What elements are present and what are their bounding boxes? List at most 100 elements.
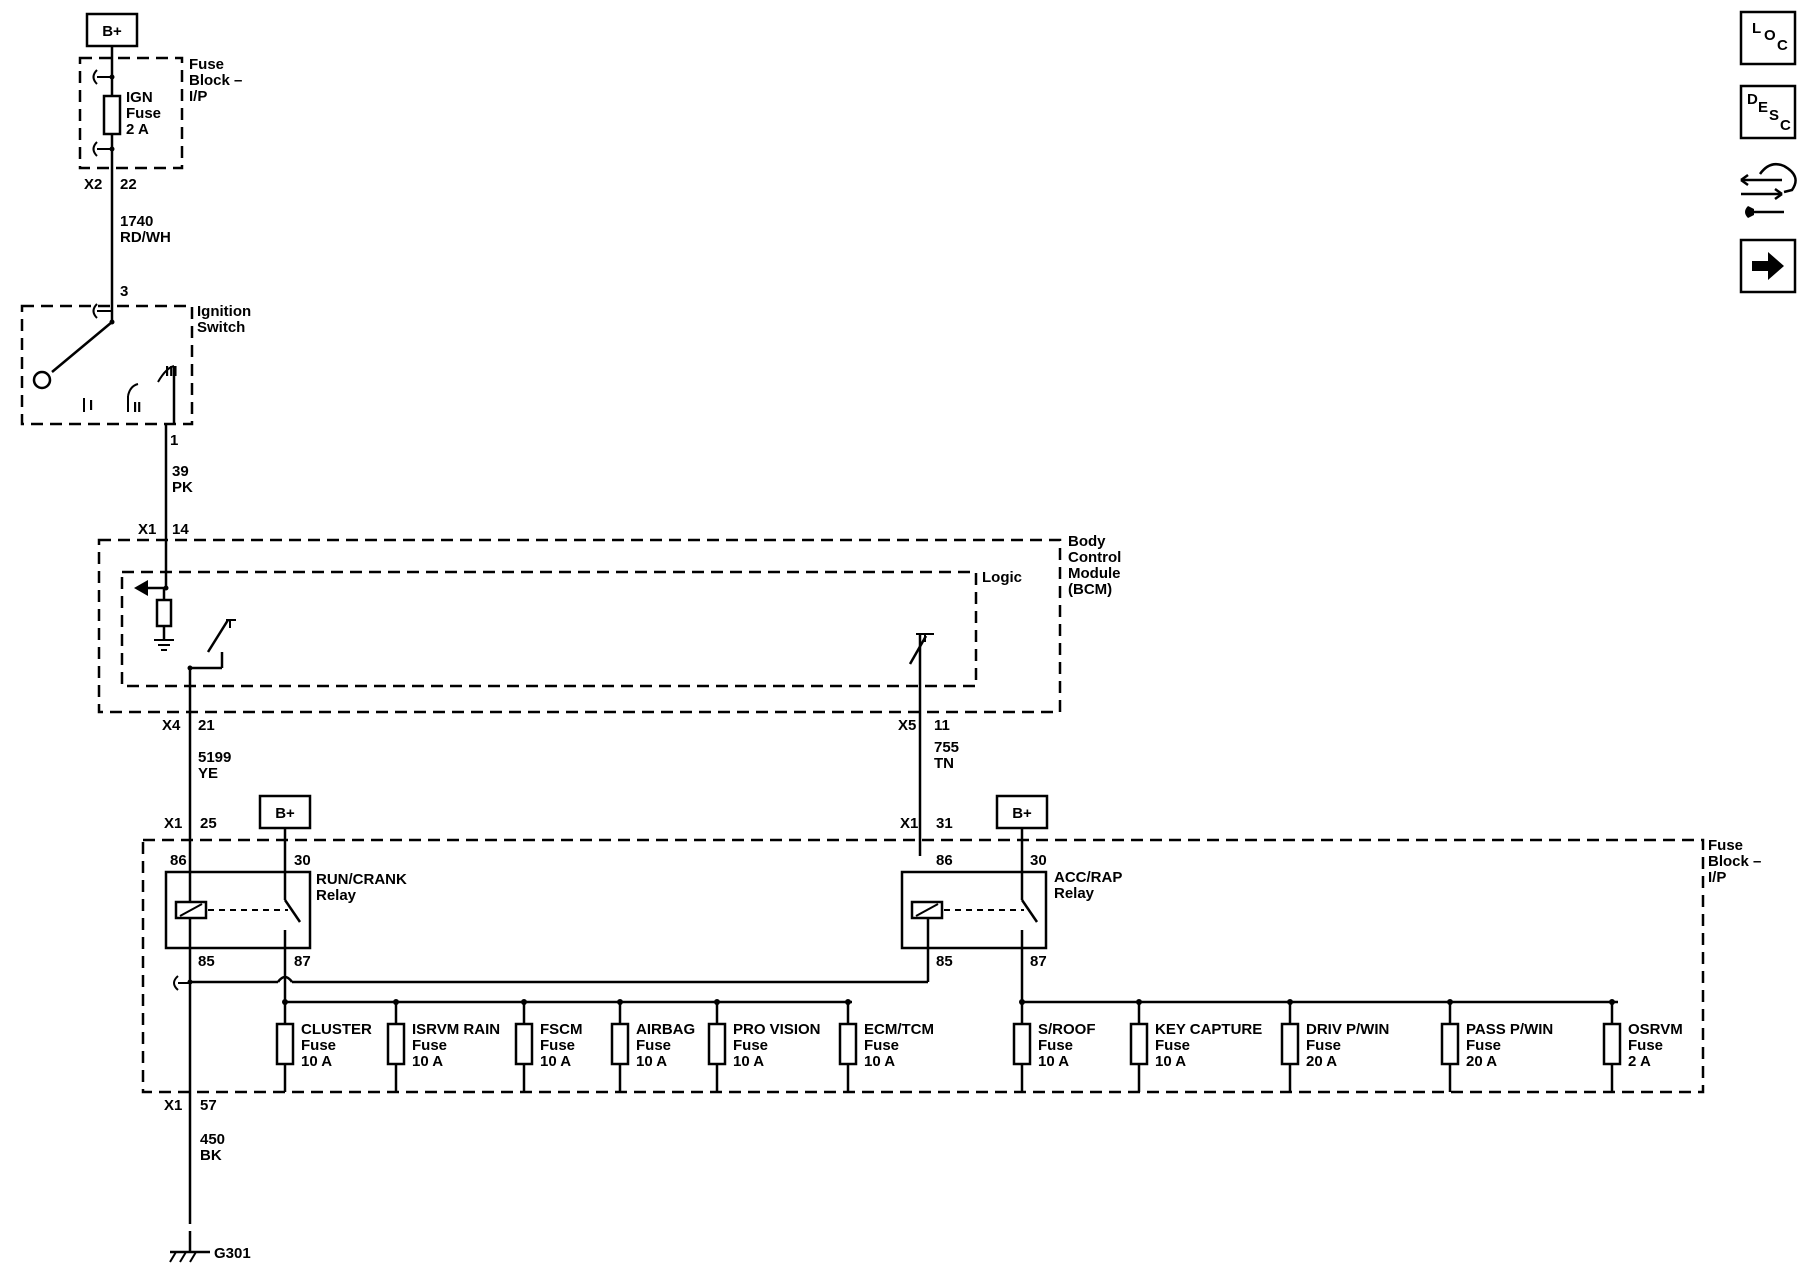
bcm-acc-switch [908,635,928,665]
ignition-switch-label-2: Switch [197,319,245,336]
fuse-block-ip-upper [78,56,184,170]
ignition-position-1: I [89,397,93,414]
svg-text:L: L [1752,20,1761,37]
wire-1740-number: 1740 [120,213,153,230]
ignition-switch-pivot [32,370,52,390]
svg-text:E: E [1758,99,1768,116]
power-source-label-3: B+ [1012,805,1032,822]
body-control-module [97,538,1062,714]
wire-39-color: PK [172,479,193,496]
fuse-3-type: Fuse [540,1037,575,1054]
run-crank-pin-30: 30 [294,852,311,869]
wire-5199-color: YE [198,765,218,782]
acc-rap-relay: 86 30 ACC/RAP Relay 85 87 [900,852,1122,1002]
fuse-1-type: Fuse [301,1037,336,1054]
ignition-switch-label-1: Ignition [197,303,251,320]
ign-fuse-label-3: 2 A [126,121,149,138]
power-source-acc-rap: B+ [995,794,1049,830]
svg-text:C: C [1777,37,1788,54]
fuse-1-name: CLUSTER [301,1021,372,1038]
fuse-2-type: Fuse [412,1037,447,1054]
pin-25: 25 [200,815,217,832]
fuse-2-rating: 10 A [412,1053,443,1070]
bcm-label-2: Control [1068,549,1121,566]
acc-rap-pin-86: 86 [936,852,953,869]
fuse-1-rating: 10 A [301,1053,332,1070]
ign-fuse-label-2: Fuse [126,105,161,122]
fuse-block-ip-lower-label-1: Fuse [1708,837,1743,854]
ign-fuse-label-1: IGN [126,89,153,106]
run-crank-pin-87: 87 [294,953,311,970]
wire-1740-color: RD/WH [120,229,171,246]
input-arrow-icon [134,580,148,596]
bcm-label-4: (BCM) [1068,581,1112,598]
pin-3: 3 [120,283,128,300]
power-source-top: B+ [85,12,139,48]
fuse-7-name: S/ROOF [1038,1021,1096,1038]
location-button[interactable]: L O C [1739,10,1797,66]
fuse-8-name: KEY CAPTURE [1155,1021,1262,1038]
run-crank-relay-label: RUN/CRANK [316,871,407,888]
fuse-2-name: ISRVM RAIN [412,1021,500,1038]
connector-x5: X5 [898,717,916,734]
connector-x4: X4 [162,717,181,734]
bcm-run-switch [206,619,230,653]
fuse-6-type: Fuse [864,1037,899,1054]
fuse-8-rating: 10 A [1155,1053,1186,1070]
description-button[interactable]: D E S C [1739,84,1797,140]
pin-1: 1 [170,432,178,449]
connector-x1-c: X1 [900,815,918,832]
pin-11: 11 [934,717,950,734]
fuse-4-rating: 10 A [636,1053,667,1070]
ignition-switch [20,304,194,426]
fuse-3-name: FSCM [540,1021,583,1038]
connector-x1-d: X1 [164,1097,182,1114]
fuse-9-rating: 20 A [1306,1053,1337,1070]
power-source-label: B+ [102,23,122,40]
acc-rap-relay-label: ACC/RAP [1054,869,1122,886]
fuse-7-type: Fuse [1038,1037,1073,1054]
connector-repair-icon[interactable] [1740,163,1797,218]
svg-text:D: D [1747,91,1758,108]
acc-rap-pin-30: 30 [1030,852,1047,869]
ground-g301-label: G301 [214,1245,251,1262]
fuse-6-rating: 10 A [864,1053,895,1070]
power-source-run-crank: B+ [258,794,312,830]
acc-rap-pin-87: 87 [1030,953,1047,970]
pin-22: 22 [120,176,137,193]
ignition-switch-blade [51,321,113,373]
acc-rap-relay-label-2: Relay [1054,885,1095,902]
pin-21: 21 [198,717,215,734]
fuse-5-rating: 10 A [733,1053,764,1070]
bcm-label-1: Body [1068,533,1106,550]
pin-14: 14 [172,521,189,538]
next-page-button[interactable] [1739,238,1797,294]
fuse-11-type: Fuse [1628,1037,1663,1054]
fuse-11-name: OSRVM [1628,1021,1683,1038]
fuse-9-type: Fuse [1306,1037,1341,1054]
fuse-block-ip-lower-label-3: I/P [1708,869,1726,886]
fuse-block-ip-upper-label-3: I/P [189,88,207,105]
connector-x2: X2 [84,176,102,193]
fuse-block-ip-upper-label-2: Block – [189,72,242,89]
ignition-position-2: II [133,399,141,416]
run-crank-pin-86: 86 [170,852,187,869]
fuse-10-name: PASS P/WIN [1466,1021,1553,1038]
fuse-8-type: Fuse [1155,1037,1190,1054]
wire-39-number: 39 [172,463,189,480]
run-crank-pin-85: 85 [198,953,215,970]
fuse-5-type: Fuse [733,1037,768,1054]
fuse-10-rating: 20 A [1466,1053,1497,1070]
fuse-6-name: ECM/TCM [864,1021,934,1038]
svg-text:C: C [1780,117,1791,134]
bcm-logic-label: Logic [982,569,1022,586]
fuse-block-ip-upper-label-1: Fuse [189,56,224,73]
ignition-position-3: III [165,363,178,380]
